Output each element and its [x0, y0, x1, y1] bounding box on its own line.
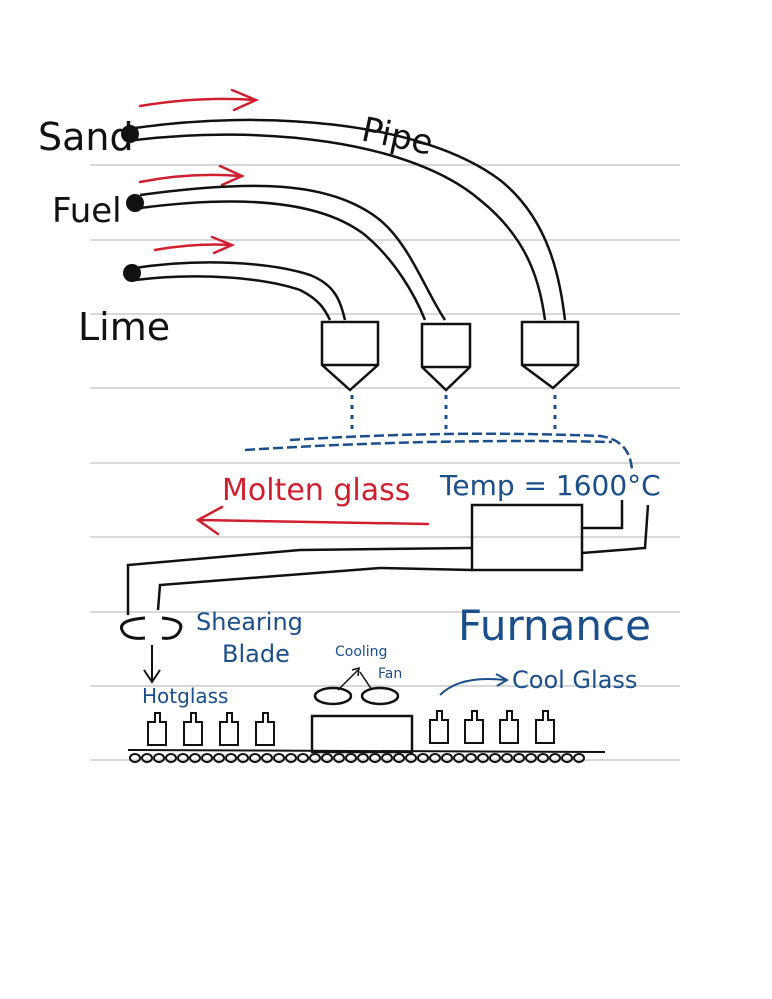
- falling-material: [350, 395, 557, 430]
- bottles: [147, 710, 555, 746]
- conveyor-roller: [345, 753, 357, 763]
- conveyor-roller: [441, 753, 453, 763]
- label-temp: Temp = 1600°C: [439, 469, 661, 502]
- label-cooling: Cooling: [335, 644, 387, 660]
- cooling-chamber: [310, 666, 414, 754]
- conveyor-roller: [249, 753, 261, 763]
- conveyor: [127, 749, 606, 763]
- label-fan: Fan: [378, 666, 402, 682]
- hoppers: [320, 320, 580, 392]
- conveyor-roller: [213, 753, 225, 763]
- conveyor-roller: [309, 753, 321, 763]
- ruled-lines: [90, 164, 680, 761]
- conveyor-roller: [477, 753, 489, 763]
- conveyor-roller: [561, 753, 573, 763]
- conveyor-roller: [525, 753, 537, 763]
- conveyor-roller: [333, 753, 345, 763]
- label-hot-glass: Hotglass: [142, 684, 228, 708]
- conveyor-roller: [285, 753, 297, 763]
- conveyor-roller: [357, 753, 369, 763]
- conveyor-roller: [537, 753, 549, 763]
- label-sand: Sand: [38, 115, 134, 159]
- conveyor-roller: [237, 753, 249, 763]
- conveyor-roller: [369, 753, 381, 763]
- conveyor-roller: [129, 753, 141, 763]
- conveyor-roller: [381, 753, 393, 763]
- input-arrows: [138, 88, 260, 255]
- conveyor-roller: [513, 753, 525, 763]
- conveyor-roller: [573, 753, 585, 763]
- label-pipe: Pipe: [358, 110, 436, 164]
- conveyor-roller: [297, 753, 309, 763]
- conveyor-roller: [417, 753, 429, 763]
- conveyor-roller: [153, 753, 165, 763]
- label-molten-glass: Molten glass: [222, 473, 410, 508]
- conveyor-roller: [189, 753, 201, 763]
- label-cool-glass: Cool Glass: [512, 666, 637, 694]
- label-furnace: Furnance: [458, 601, 651, 650]
- conveyor-roller: [393, 753, 405, 763]
- conveyor-roller: [405, 753, 417, 763]
- conveyor-roller: [201, 753, 213, 763]
- conveyor-roller: [453, 753, 465, 763]
- conveyor-roller: [429, 753, 441, 763]
- conveyor-roller: [273, 753, 285, 763]
- label-shearing: Shearing: [196, 608, 303, 636]
- conveyor-roller: [549, 753, 561, 763]
- conveyor-roller: [177, 753, 189, 763]
- label-lime: Lime: [78, 305, 170, 349]
- label-blade: Blade: [222, 640, 290, 668]
- furnace: [126, 500, 650, 615]
- shearing-blade-icon: [120, 616, 183, 684]
- conveyor-roller: [261, 753, 273, 763]
- conveyor-roller: [321, 753, 333, 763]
- molten-glass-arrow: [195, 505, 430, 536]
- pipes: [134, 118, 567, 321]
- conveyor-roller: [141, 753, 153, 763]
- conveyor-roller: [465, 753, 477, 763]
- cool-glass-arrow: [439, 673, 510, 696]
- input-nodes: [121, 125, 144, 282]
- conveyor-roller: [165, 753, 177, 763]
- conveyor-roller: [501, 753, 513, 763]
- molten-pool: [244, 432, 634, 471]
- conveyor-roller: [489, 753, 501, 763]
- label-fuel: Fuel: [52, 191, 122, 231]
- conveyor-roller: [225, 753, 237, 763]
